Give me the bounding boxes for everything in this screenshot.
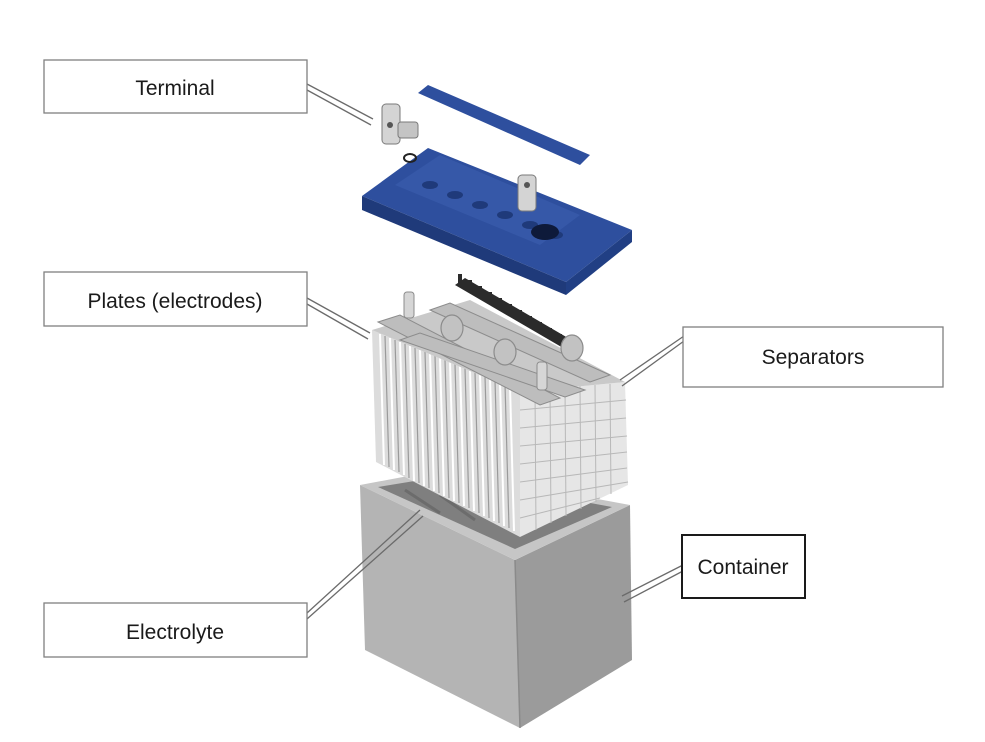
label-container: Container (681, 534, 806, 599)
label-electrolyte: Electrolyte (43, 602, 308, 658)
svg-text:Terminal: Terminal (135, 77, 214, 100)
svg-text:Electrolyte: Electrolyte (126, 621, 224, 644)
label-plates: Plates (electrodes) (43, 271, 308, 327)
terminal-part (381, 103, 419, 163)
svg-text:Separators: Separators (762, 346, 865, 369)
plate-stack (372, 274, 629, 537)
leader-lines (306, 83, 685, 620)
svg-text:Container: Container (697, 556, 788, 579)
label-terminal: Terminal (43, 59, 308, 114)
label-separators: Separators (682, 326, 944, 388)
battery-lid (362, 85, 632, 295)
svg-text:Plates (electrodes): Plates (electrodes) (87, 290, 262, 313)
